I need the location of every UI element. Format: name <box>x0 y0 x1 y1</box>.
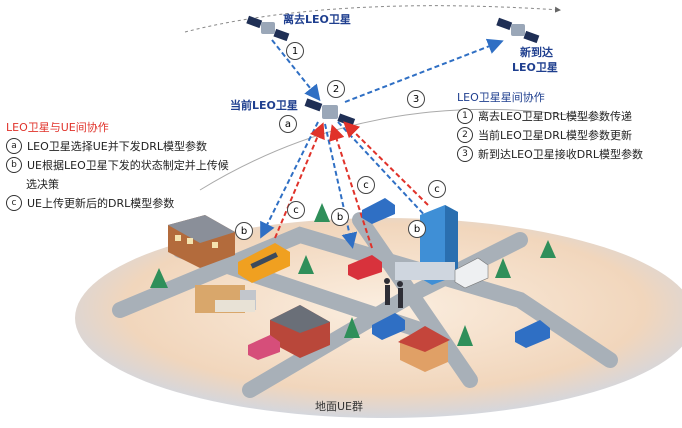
step-1-badge: 1 <box>457 108 473 124</box>
step-3-marker: 3 <box>407 90 425 108</box>
ue-collab-text: UE根据LEO卫星下发的状态制定并上传候 <box>27 159 229 172</box>
step-b-marker-bus: b <box>235 222 253 240</box>
downlink-arrow-bus <box>260 121 319 239</box>
tree <box>150 268 168 288</box>
sat-collab-text: 当前LEO卫星DRL模型参数更新 <box>478 129 632 142</box>
ue-collab-item-b: b UE根据LEO卫星下发的状态制定并上传候 <box>6 157 229 173</box>
tree <box>314 203 330 222</box>
tree <box>344 317 360 338</box>
sat-collab-list: 1 离去LEO卫星DRL模型参数传递 2 当前LEO卫星DRL模型参数更新 3 … <box>457 108 643 165</box>
current-satellite-icon <box>304 98 356 127</box>
bus-icon <box>238 243 290 283</box>
sat-collab-title: LEO卫星星间协作 <box>457 91 545 104</box>
step-b-marker-car: b <box>331 208 349 226</box>
sat-collab-item-2: 2 当前LEO卫星DRL模型参数更新 <box>457 127 643 143</box>
step-3-badge: 3 <box>457 146 473 162</box>
arrow-leaving-to-current <box>271 39 321 102</box>
downlink-arrow-car <box>324 123 358 249</box>
sat-collab-text: 离去LEO卫星DRL模型参数传递 <box>478 110 632 123</box>
step-2-marker: 2 <box>327 80 345 98</box>
ue-collab-title: LEO卫星与UE间协作 <box>6 121 109 134</box>
pedestrians-icon <box>384 278 403 308</box>
ue-collab-item-b-cont: 选决策 <box>6 176 229 192</box>
leaving-satellite-label: 离去LEO卫星 <box>283 13 351 26</box>
office-tower-icon <box>395 205 458 285</box>
tree <box>540 240 556 258</box>
ue-collab-item-a: a LEO卫星选择UE并下发DRL模型参数 <box>6 138 229 154</box>
factory-icon <box>195 285 256 313</box>
current-satellite-label: 当前LEO卫星 <box>230 99 298 112</box>
step-a-badge: a <box>6 138 22 154</box>
blue-car-icon-top <box>362 198 395 224</box>
ue-collab-text: 选决策 <box>26 178 59 191</box>
shop-building-icon <box>270 305 330 358</box>
ue-collab-list: a LEO卫星选择UE并下发DRL模型参数 b UE根据LEO卫星下发的状态制定… <box>6 138 229 214</box>
tree <box>495 258 511 278</box>
downlink-arrow-building <box>337 121 458 251</box>
tree <box>457 325 473 346</box>
leaving-satellite-icon <box>246 15 290 42</box>
new-satellite-label-line1: 新到达 <box>520 46 553 59</box>
new-satellite-icon <box>496 17 540 44</box>
step-b-badge: b <box>6 157 22 173</box>
new-satellite-label-line2: LEO卫星 <box>512 61 558 74</box>
house-icon <box>398 326 450 372</box>
red-car-icon <box>348 255 382 280</box>
step-1-marker: 1 <box>286 42 304 60</box>
step-c-marker-building: c <box>428 180 446 198</box>
ue-collab-text: LEO卫星选择UE并下发DRL模型参数 <box>27 140 207 153</box>
uplink-arrow-building <box>343 121 429 206</box>
orbit-arc-low <box>199 108 601 191</box>
arrow-current-to-new <box>344 38 504 103</box>
ground-ue-label: 地面UE群 <box>315 400 364 413</box>
step-c-marker-car: c <box>357 176 375 194</box>
sat-collab-item-1: 1 离去LEO卫星DRL模型参数传递 <box>457 108 643 124</box>
uplink-arrow-car <box>329 124 373 249</box>
pink-car-icon <box>248 335 280 360</box>
orbit-arc-top <box>184 5 561 33</box>
ue-collab-item-c: c UE上传更新后的DRL模型参数 <box>6 195 229 211</box>
blue-car-icon-right <box>515 320 550 348</box>
sat-collab-item-3: 3 新到达LEO卫星接收DRL模型参数 <box>457 146 643 162</box>
sat-collab-text: 新到达LEO卫星接收DRL模型参数 <box>478 148 643 161</box>
truck-icon <box>454 257 489 289</box>
step-c-badge: c <box>6 195 22 211</box>
ue-collab-text: UE上传更新后的DRL模型参数 <box>27 197 175 210</box>
step-b-marker-building: b <box>408 220 426 238</box>
uplink-arrow-bus <box>274 122 325 239</box>
step-a-marker: a <box>279 115 297 133</box>
step-2-badge: 2 <box>457 127 473 143</box>
blue-car-icon-mid <box>372 313 405 340</box>
tree <box>298 255 314 274</box>
school-building-icon <box>168 215 235 268</box>
trees <box>150 203 556 346</box>
step-c-marker-bus: c <box>287 201 305 219</box>
